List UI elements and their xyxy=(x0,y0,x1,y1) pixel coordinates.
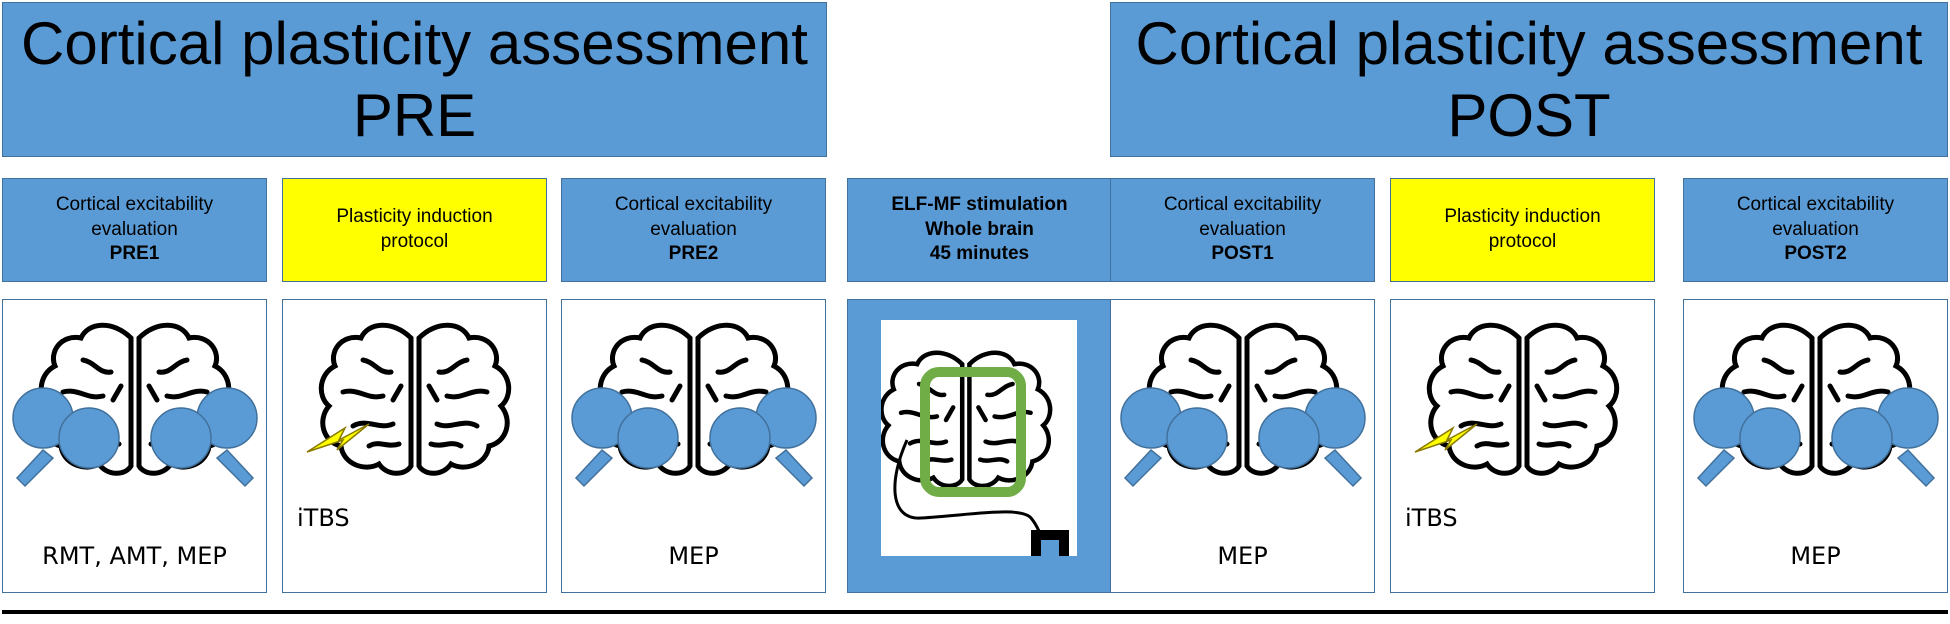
step-label-line1: Plasticity induction xyxy=(336,206,493,228)
step-label-line1: Cortical excitability xyxy=(1736,193,1895,215)
protocol-caption: iTBS xyxy=(297,504,350,532)
step-illustration-3 xyxy=(847,299,1112,593)
post-assessment-header: Cortical plasticity assessment POST xyxy=(1110,2,1948,157)
step-label-code: 45 minutes xyxy=(929,243,1030,265)
step-label-line1: Plasticity induction xyxy=(1444,206,1601,228)
post-header-subtitle: POST xyxy=(1447,81,1611,149)
step-illustration-1: iTBS xyxy=(282,299,547,593)
step-label-line1: Cortical excitability xyxy=(1163,193,1322,215)
step-label-code: POST2 xyxy=(1784,243,1847,265)
step-label-code: PRE2 xyxy=(668,243,719,265)
step-illustration-6: MEP xyxy=(1683,299,1948,593)
brain-with-elf-coil-icon xyxy=(881,320,1069,556)
step-label-line1: Cortical excitability xyxy=(614,193,773,215)
step-label-code: POST1 xyxy=(1211,243,1274,265)
measure-caption: RMT, AMT, MEP xyxy=(42,542,227,570)
post-header-title: Cortical plasticity assessment xyxy=(1135,9,1923,77)
step-label-line2: evaluation xyxy=(91,218,178,240)
measure-caption: MEP xyxy=(1217,542,1268,570)
measure-caption: MEP xyxy=(1790,542,1841,570)
protocol-caption: iTBS xyxy=(1405,504,1458,532)
step-label-code: PRE1 xyxy=(109,243,160,265)
step-label-line1: ELF-MF stimulation xyxy=(891,193,1068,215)
step-illustration-0: RMT, AMT, MEP xyxy=(2,299,267,593)
brain-with-stimulation-bolt-icon xyxy=(1414,300,1656,594)
timeline-arrow xyxy=(2,610,1948,614)
pre-assessment-header: Cortical plasticity assessment PRE xyxy=(2,2,827,157)
step-label-5: Plasticity induction protocol xyxy=(1390,178,1655,282)
measure-caption: MEP xyxy=(668,542,719,570)
elf-device-panel xyxy=(881,320,1077,556)
step-label-line2: evaluation xyxy=(650,218,737,240)
pre-header-title: Cortical plasticity assessment xyxy=(21,9,808,77)
brain-with-stimulation-bolt-icon xyxy=(306,300,548,594)
step-illustration-4: MEP xyxy=(1110,299,1375,593)
step-illustration-2: MEP xyxy=(561,299,826,593)
step-illustration-5: iTBS xyxy=(1390,299,1655,593)
step-label-3: ELF-MF stimulation Whole brain 45 minutes xyxy=(847,178,1112,282)
step-label-line2: Whole brain xyxy=(925,218,1034,240)
step-label-line1: Cortical excitability xyxy=(55,193,214,215)
step-label-line2: evaluation xyxy=(1199,218,1286,240)
step-label-line2: protocol xyxy=(380,231,449,252)
pre-header-subtitle: PRE xyxy=(352,81,477,149)
step-label-line2: protocol xyxy=(1488,231,1557,252)
field-coil xyxy=(920,367,1026,497)
step-label-line2: evaluation xyxy=(1772,218,1859,240)
step-label-1: Plasticity induction protocol xyxy=(282,178,547,282)
